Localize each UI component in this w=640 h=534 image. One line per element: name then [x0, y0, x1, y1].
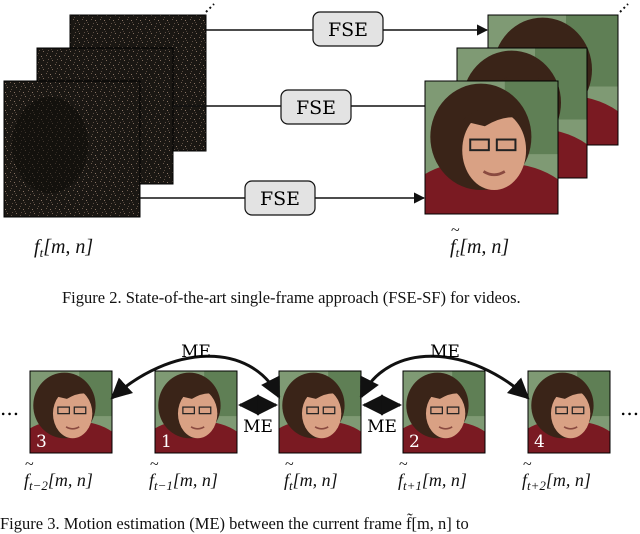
me-arrow-curved-right	[359, 354, 530, 400]
fse-box-1: FSE	[312, 11, 384, 47]
me-arrow-curved-left	[110, 354, 281, 400]
frame-number: 4	[534, 432, 545, 452]
frame-t-plus-1: 2	[402, 370, 486, 454]
fse-label: FSE	[328, 19, 368, 41]
frame-label-t-plus-1: ft+1[m, n]	[398, 456, 467, 494]
me-label-short-right: ME	[367, 417, 397, 437]
frame-t-plus-2: 4	[527, 370, 611, 454]
ellipsis-dots	[619, 3, 629, 13]
frame-label-t-minus-1: ft−1[m, n]	[149, 456, 218, 494]
figure-3-caption: Figure 3. Motion estimation (ME) between…	[0, 514, 469, 533]
restored-output-frames	[423, 13, 620, 216]
frame-label-t: ft[m, n]	[284, 456, 338, 494]
fse-box-3: FSE	[244, 180, 316, 216]
ellipsis-left: ...	[0, 396, 19, 420]
ellipsis-right: ...	[620, 396, 639, 420]
figure-2-caption: Figure 2. State-of-the-art single-frame …	[62, 288, 521, 307]
frame-t	[278, 370, 362, 454]
output-frame-label: ft[m, n]	[450, 222, 509, 261]
frame-label-t-plus-2: ft+2[m, n]	[522, 456, 591, 494]
input-frame-label: ft[m, n]	[34, 236, 94, 260]
frame-t-minus-2: 3	[29, 370, 113, 454]
me-label-short-left: ME	[243, 417, 273, 437]
fse-label: FSE	[260, 188, 300, 210]
fse-box-2: FSE	[280, 89, 352, 125]
frame-number: 3	[36, 432, 47, 452]
fse-label: FSE	[296, 97, 336, 119]
frame-label-t-minus-2: ft−2[m, n]	[24, 456, 93, 494]
frame-number: 1	[161, 432, 172, 452]
frame-number: 2	[409, 432, 420, 452]
me-label-top-right: ME	[430, 342, 460, 362]
noisy-input-frames	[3, 14, 207, 218]
frame-t-minus-1: 1	[154, 370, 238, 454]
figure-3: 3 1 2 4 ... ... ME ME M	[0, 342, 639, 454]
me-label-top-left: ME	[181, 342, 211, 362]
figure-2: FSE FSE FSE	[3, 3, 629, 218]
ellipsis-dots	[205, 3, 215, 13]
